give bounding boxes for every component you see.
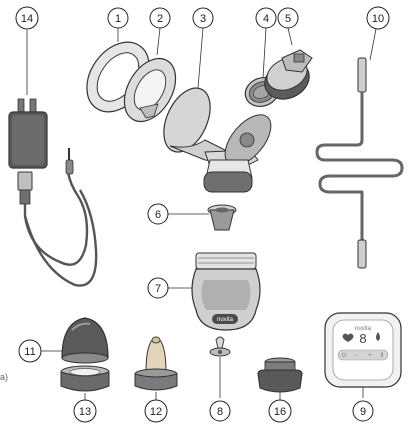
callout-13-number: 13 [79,406,91,418]
plus-button-icon[interactable]: + [368,353,372,359]
callout-3: 3 [193,8,213,28]
bottle-logo: nuvita [217,317,234,323]
minus-button-icon[interactable]: − [354,353,358,359]
part-12-teat [135,337,177,400]
callout-5-number: 5 [285,13,291,25]
part-16-cap [258,358,302,400]
callout-16: 16 [269,400,291,422]
callout-1: 1 [108,8,128,28]
callout-9: 9 [353,401,373,421]
callout-13: 13 [74,400,96,422]
callout-8-number: 8 [217,406,223,418]
part-3-breast-shield [155,28,280,192]
figure-label: a) [0,372,8,382]
callout-6-number: 6 [155,209,161,221]
callout-9-number: 9 [360,406,366,418]
callout-3-number: 3 [200,13,206,25]
callout-1-number: 1 [115,13,121,25]
callout-4: 4 [256,8,276,28]
callout-2-number: 2 [157,13,163,25]
part-7-bottle: nuvita [168,253,260,330]
callout-11-number: 11 [24,346,35,358]
callout-10: 10 [367,7,389,29]
display-digits: 8 [359,331,366,346]
callout-4-number: 4 [263,13,269,25]
callout-8: 8 [210,401,230,421]
callout-12: 12 [145,400,167,422]
callout-7: 7 [148,278,168,298]
part-6-valve [168,205,236,230]
callout-12-number: 12 [150,406,162,418]
callout-14-number: 14 [21,13,33,25]
callout-11: 11 [19,340,41,362]
callout-16-number: 16 [274,406,286,418]
power-button-icon[interactable]: ⏻ [342,352,347,359]
callout-7-number: 7 [155,283,161,295]
callout-2: 2 [150,8,170,28]
part-11-dome-lid [41,318,108,363]
callout-14: 14 [16,7,38,29]
part-14-power-adapter [9,30,96,286]
callout-5: 5 [278,8,298,28]
part-8-small-valve [210,337,230,398]
part-9-display-unit: nuvita 8 ⏻ − + ‖ [325,313,401,398]
callout-6: 6 [148,204,168,224]
part-13-bottle-collar [61,366,109,400]
pause-button-icon[interactable]: ‖ [381,353,383,359]
part-10-tubing [317,29,402,268]
callout-10-number: 10 [372,13,384,25]
